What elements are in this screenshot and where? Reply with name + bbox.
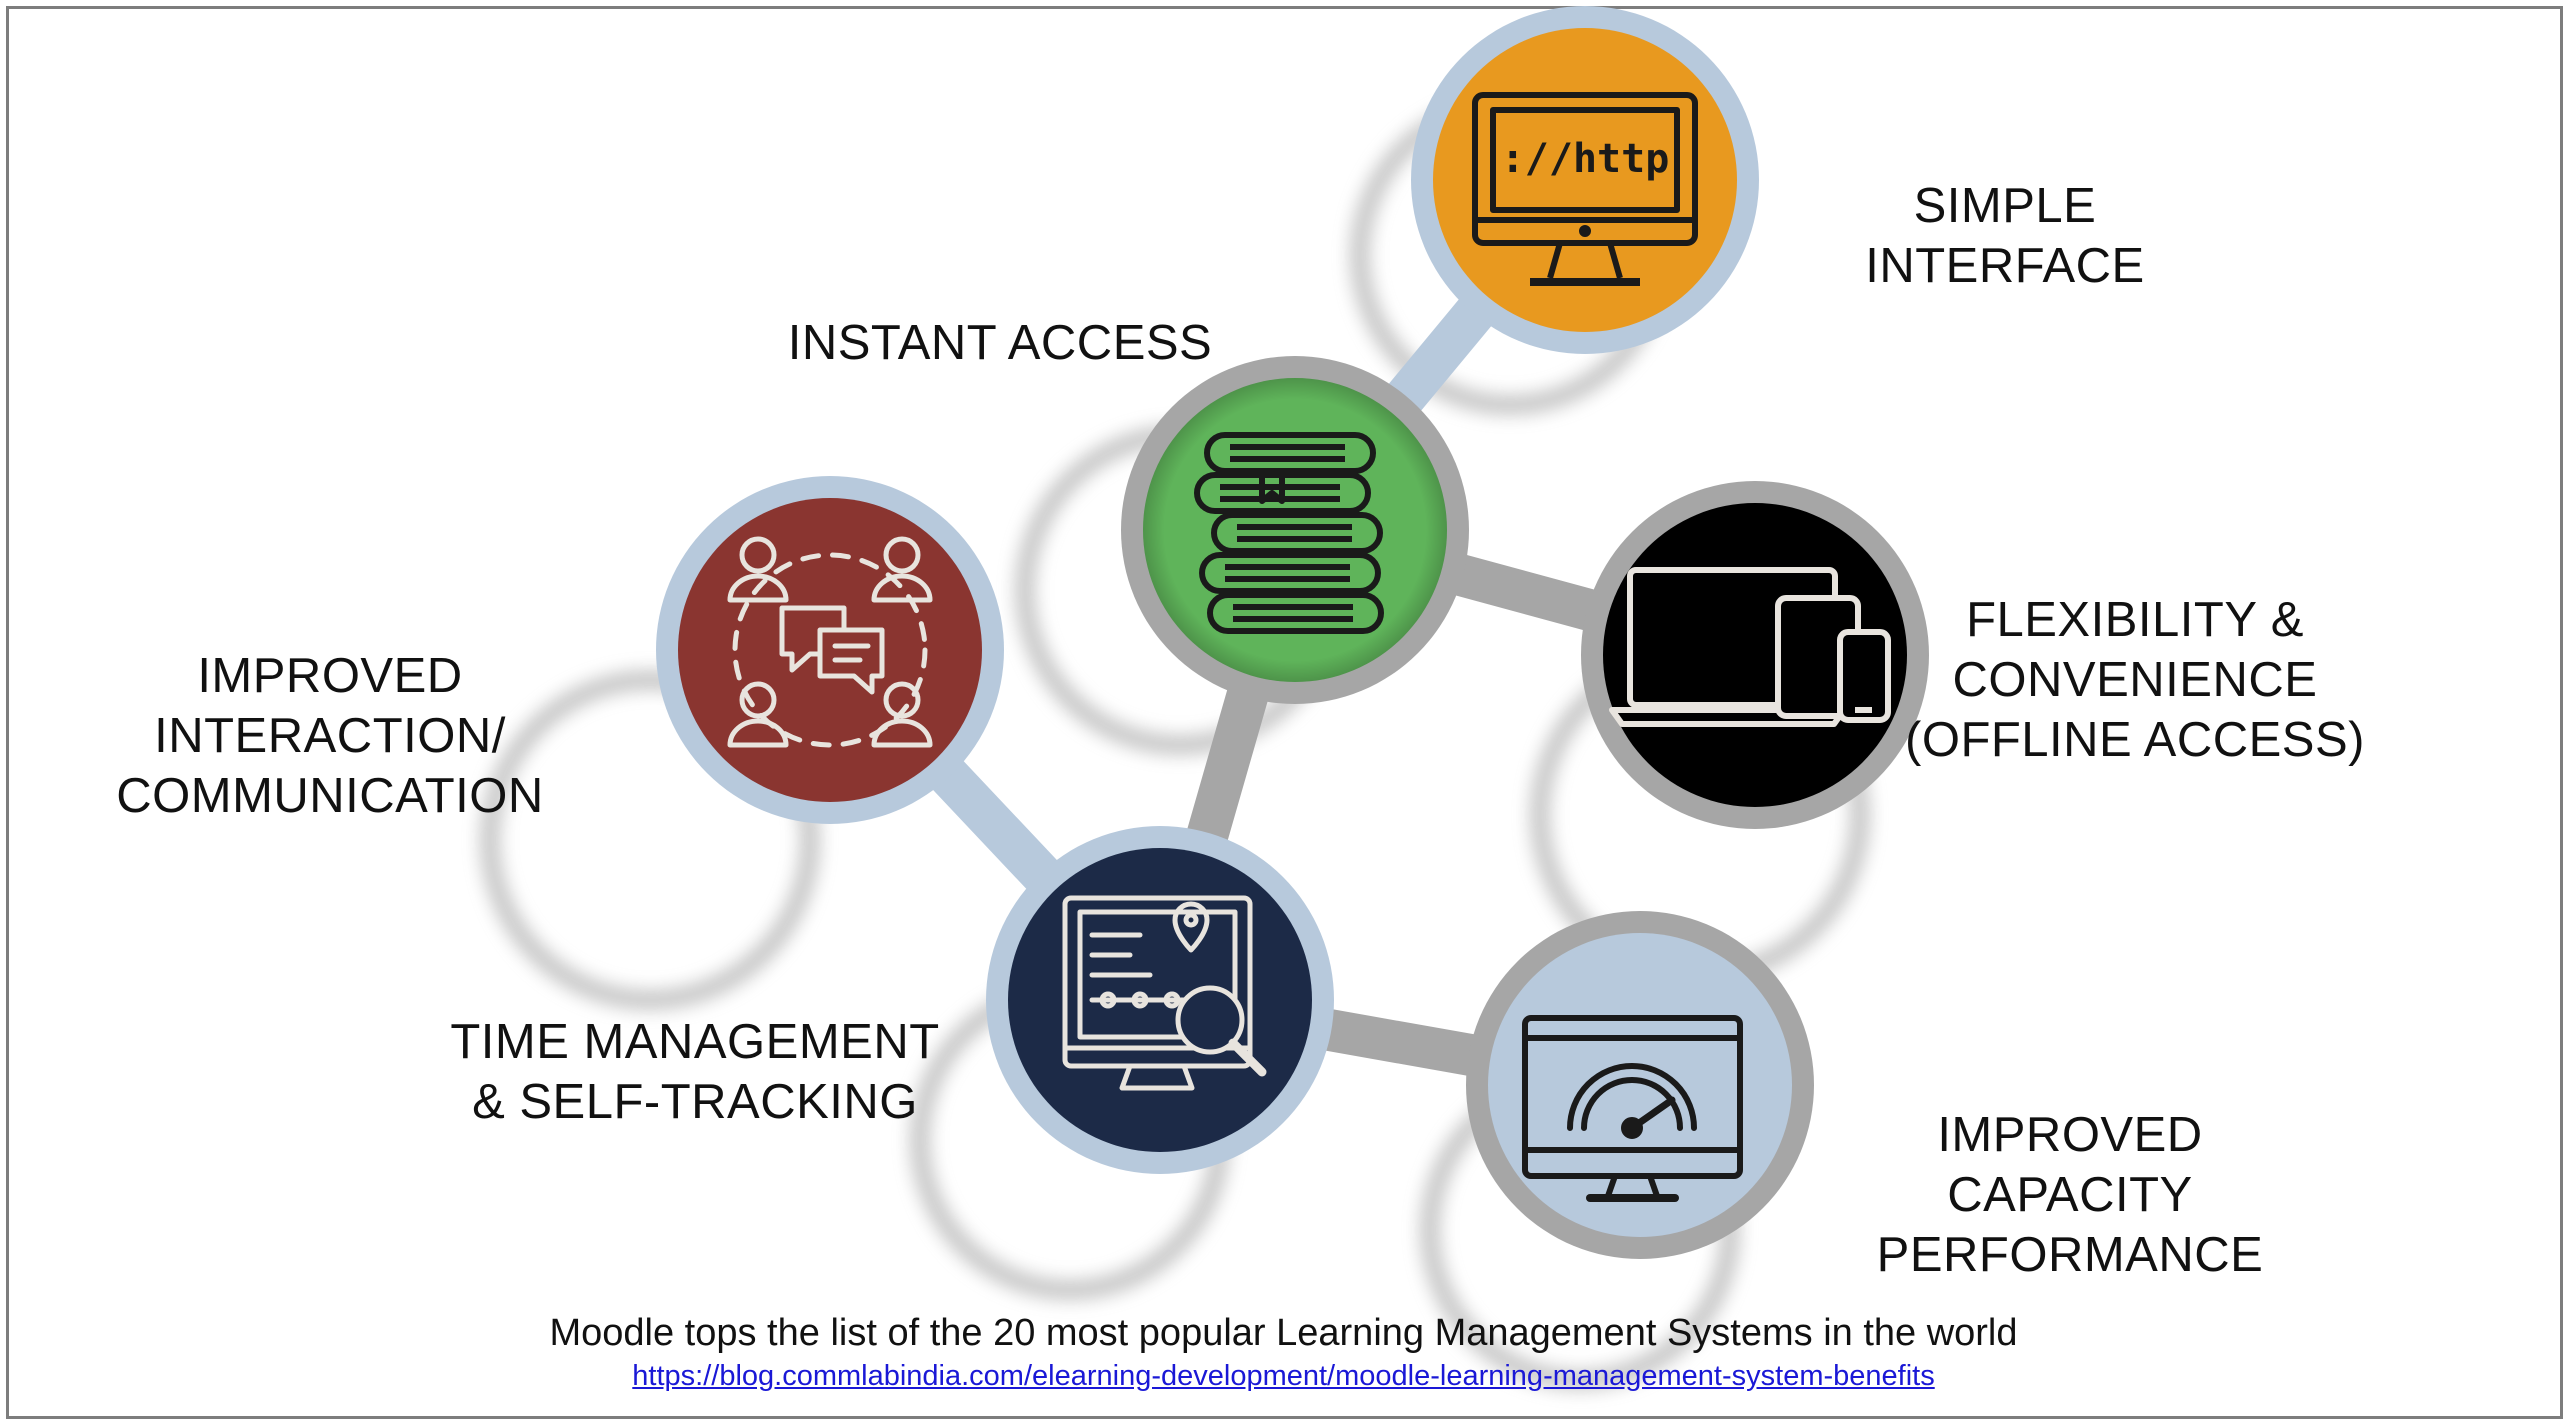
label-line: PERFORMANCE	[1876, 1228, 2264, 1282]
label-line: (OFFLINE ACCESS)	[1905, 713, 2365, 767]
node-disc	[1603, 503, 1907, 807]
label-line: FLEXIBILITY &	[1966, 593, 2304, 647]
label-line: & SELF-TRACKING	[472, 1075, 918, 1129]
node-interaction	[656, 476, 1004, 824]
label-line: INTERACTION/	[154, 709, 506, 763]
label-simple-interface: SIMPLE INTERFACE	[1830, 176, 2180, 296]
books-stack-icon	[1194, 432, 1384, 634]
label-capacity: IMPROVED CAPACITY PERFORMANCE	[1840, 1105, 2300, 1285]
caption-text: Moodle tops the list of the 20 most popu…	[549, 1312, 2018, 1354]
label-line: INSTANT ACCESS	[787, 316, 1213, 370]
label-line: IMPROVED	[1937, 1108, 2203, 1162]
label-instant-access: INSTANT ACCESS	[770, 313, 1230, 373]
speedometer-monitor-icon	[1522, 1015, 1743, 1202]
devices-icon	[1609, 567, 1891, 727]
monitor-http-icon	[1472, 92, 1698, 286]
node-disc	[1433, 28, 1737, 332]
label-interaction: IMPROVED INTERACTION/ COMMUNICATION	[100, 646, 560, 826]
label-line: SIMPLE	[1913, 179, 2097, 233]
node-flexibility	[1581, 481, 1929, 829]
label-line: CONVENIENCE	[1952, 653, 2318, 707]
http-icon-text: ://http	[1501, 136, 1670, 182]
source-link[interactable]: https://blog.commlabindia.com/elearning-…	[632, 1360, 1935, 1392]
node-capacity	[1466, 911, 1814, 1259]
tracking-monitor-icon	[1062, 895, 1267, 1091]
node-instant-access	[1121, 356, 1469, 704]
label-line: TIME MANAGEMENT	[450, 1015, 940, 1069]
node-simple-interface: ://http	[1411, 6, 1759, 354]
label-line: CAPACITY	[1947, 1168, 2193, 1222]
group-chat-icon	[727, 536, 933, 748]
node-time-management	[986, 826, 1334, 1174]
node-disc	[1488, 933, 1792, 1237]
label-time-management: TIME MANAGEMENT & SELF-TRACKING	[435, 1012, 955, 1132]
shadow-ring-interaction	[481, 671, 819, 1009]
label-line: COMMUNICATION	[116, 769, 544, 823]
label-line: INTERFACE	[1865, 239, 2145, 293]
label-line: IMPROVED	[197, 649, 463, 703]
label-flexibility: FLEXIBILITY & CONVENIENCE (OFFLINE ACCES…	[1895, 590, 2375, 770]
